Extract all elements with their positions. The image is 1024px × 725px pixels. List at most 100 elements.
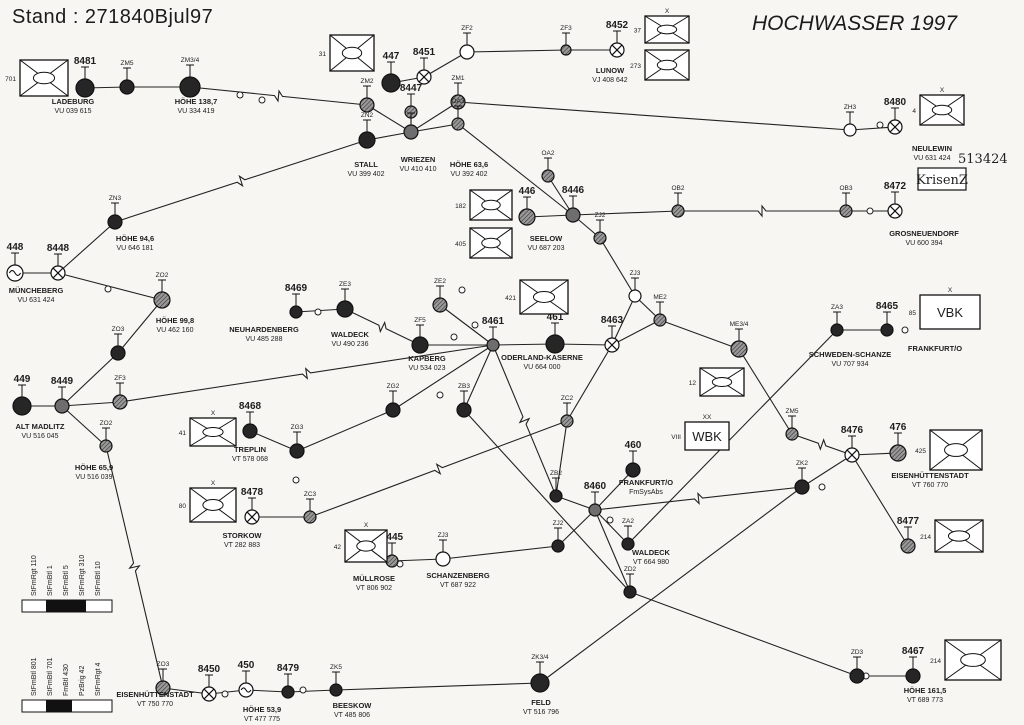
- unit-box: 37X: [634, 8, 690, 44]
- node-circle: [432, 297, 448, 313]
- place-name: FELD: [531, 698, 551, 707]
- unit-ellipse: [481, 199, 501, 211]
- node-label: ZF3: [560, 25, 572, 32]
- node-zm5: ZM5: [119, 60, 135, 95]
- node-circle: [794, 479, 810, 495]
- node-label: 8477: [897, 516, 920, 527]
- place-coordinates: VU 600 394: [906, 240, 943, 247]
- unit-ellipse: [202, 427, 224, 437]
- legend-entry: StFmRgt 110: [31, 555, 38, 596]
- node-8472: 8472: [884, 181, 907, 219]
- unit-box: 273: [630, 49, 690, 81]
- node-circle: [593, 231, 607, 245]
- link-line: [851, 454, 909, 547]
- link-line: [566, 344, 613, 422]
- place-coordinates: VJ 408 642: [592, 77, 628, 84]
- unit-box-frame: [684, 421, 730, 451]
- link-line: [466, 49, 567, 53]
- node-circle: [560, 44, 572, 56]
- node-label: 448: [7, 242, 24, 253]
- node-zj3: ZJ3: [628, 270, 642, 303]
- node-zm5b: ZM5: [785, 408, 799, 441]
- node-circle: [119, 79, 135, 95]
- unit-box-mark: X: [665, 8, 670, 15]
- place-coordinates: VT 485 806: [334, 712, 370, 719]
- node-zo3: ZO3: [110, 326, 126, 361]
- node-label: ZB3: [458, 383, 470, 390]
- place-coordinates: VU 664 000: [524, 364, 561, 371]
- place-name: MÜNCHEBERG: [9, 286, 64, 295]
- node-label: ZM3/4: [181, 57, 200, 64]
- node-label: 450: [238, 660, 255, 671]
- node-circle: [830, 323, 844, 337]
- node-label: 8461: [482, 316, 505, 327]
- link-line: [189, 86, 368, 106]
- node-label: 8480: [884, 97, 907, 108]
- node-zd3: ZD3: [849, 649, 865, 684]
- node-8449: 8449: [51, 376, 74, 414]
- relay-point: [292, 476, 300, 484]
- node-circle: [336, 300, 354, 318]
- node-label: 8449: [51, 376, 74, 387]
- unit-box: 214: [930, 639, 1002, 681]
- cross-mark: [846, 449, 858, 461]
- place-coordinates: VU 039 615: [55, 108, 92, 115]
- node-circle: [880, 323, 894, 337]
- node-circle: [486, 338, 500, 352]
- node-label: ZA3: [831, 304, 843, 311]
- unit-box-label: 80: [179, 503, 187, 510]
- relay-point: [299, 686, 307, 694]
- node-circle: [179, 76, 201, 98]
- node-label: 476: [890, 422, 907, 433]
- place-coordinates: VU 687 203: [528, 245, 565, 252]
- node-label: ZF3: [114, 375, 126, 382]
- node-me2: ME2: [653, 294, 667, 327]
- link-line: [629, 591, 858, 677]
- node-circle: [671, 204, 685, 218]
- relay-point: [450, 333, 458, 341]
- node-zh3: ZH3: [843, 104, 857, 137]
- place-coordinates: VT 282 883: [224, 542, 260, 549]
- node-zm34: ZM3/4: [179, 57, 201, 98]
- node-label: ZE2: [434, 278, 446, 285]
- node-8477: 8477: [897, 516, 920, 554]
- node-ze3: ZE3: [336, 281, 354, 318]
- node-8463: 8463: [601, 315, 624, 353]
- unit-box-label: 182: [455, 203, 466, 210]
- handwritten-number: 513424: [958, 152, 1008, 167]
- link-line: [57, 221, 116, 274]
- unit-box-label: 85: [909, 310, 917, 317]
- unit-ellipse: [656, 59, 678, 71]
- node-zn2: ZN2: [358, 112, 376, 149]
- node-label: 447: [383, 51, 400, 62]
- link-line: [738, 348, 793, 435]
- place-name: TREPLIN: [234, 445, 266, 454]
- unit-ellipse: [947, 530, 971, 542]
- place-name: HÖHE 94,6: [116, 234, 154, 243]
- node-circle: [242, 423, 258, 439]
- node-8479: 8479: [277, 663, 300, 699]
- legend-entry: StFmBtl 701: [47, 657, 54, 696]
- place-name: SCHWEDEN-SCHANZE: [809, 350, 892, 359]
- unit-box-label: 214: [930, 658, 941, 665]
- unit-box-text: WBK: [692, 429, 722, 444]
- node-za3: ZA3: [830, 304, 844, 337]
- link-line: [555, 420, 568, 497]
- node-label: 8460: [584, 481, 607, 492]
- legend-bar-fill: [46, 600, 86, 612]
- link-line: [117, 299, 163, 354]
- node-zg2: ZG2: [385, 383, 401, 418]
- node-zc3: ZC3: [303, 491, 317, 524]
- node-8468: 8468: [239, 401, 262, 439]
- node-ob2: OB2: [671, 185, 685, 218]
- node-za2: ZA2: [621, 518, 635, 551]
- link-line: [344, 308, 421, 346]
- node-label: 8468: [239, 401, 262, 412]
- relay-point: [876, 121, 884, 129]
- node-circle: [459, 44, 475, 60]
- place-coordinates: VU 462 160: [157, 327, 194, 334]
- unit-box-mark: X: [364, 522, 369, 529]
- node-circle: [281, 685, 295, 699]
- cross-mark: [889, 121, 901, 133]
- node-zb2: ZB2: [549, 470, 563, 503]
